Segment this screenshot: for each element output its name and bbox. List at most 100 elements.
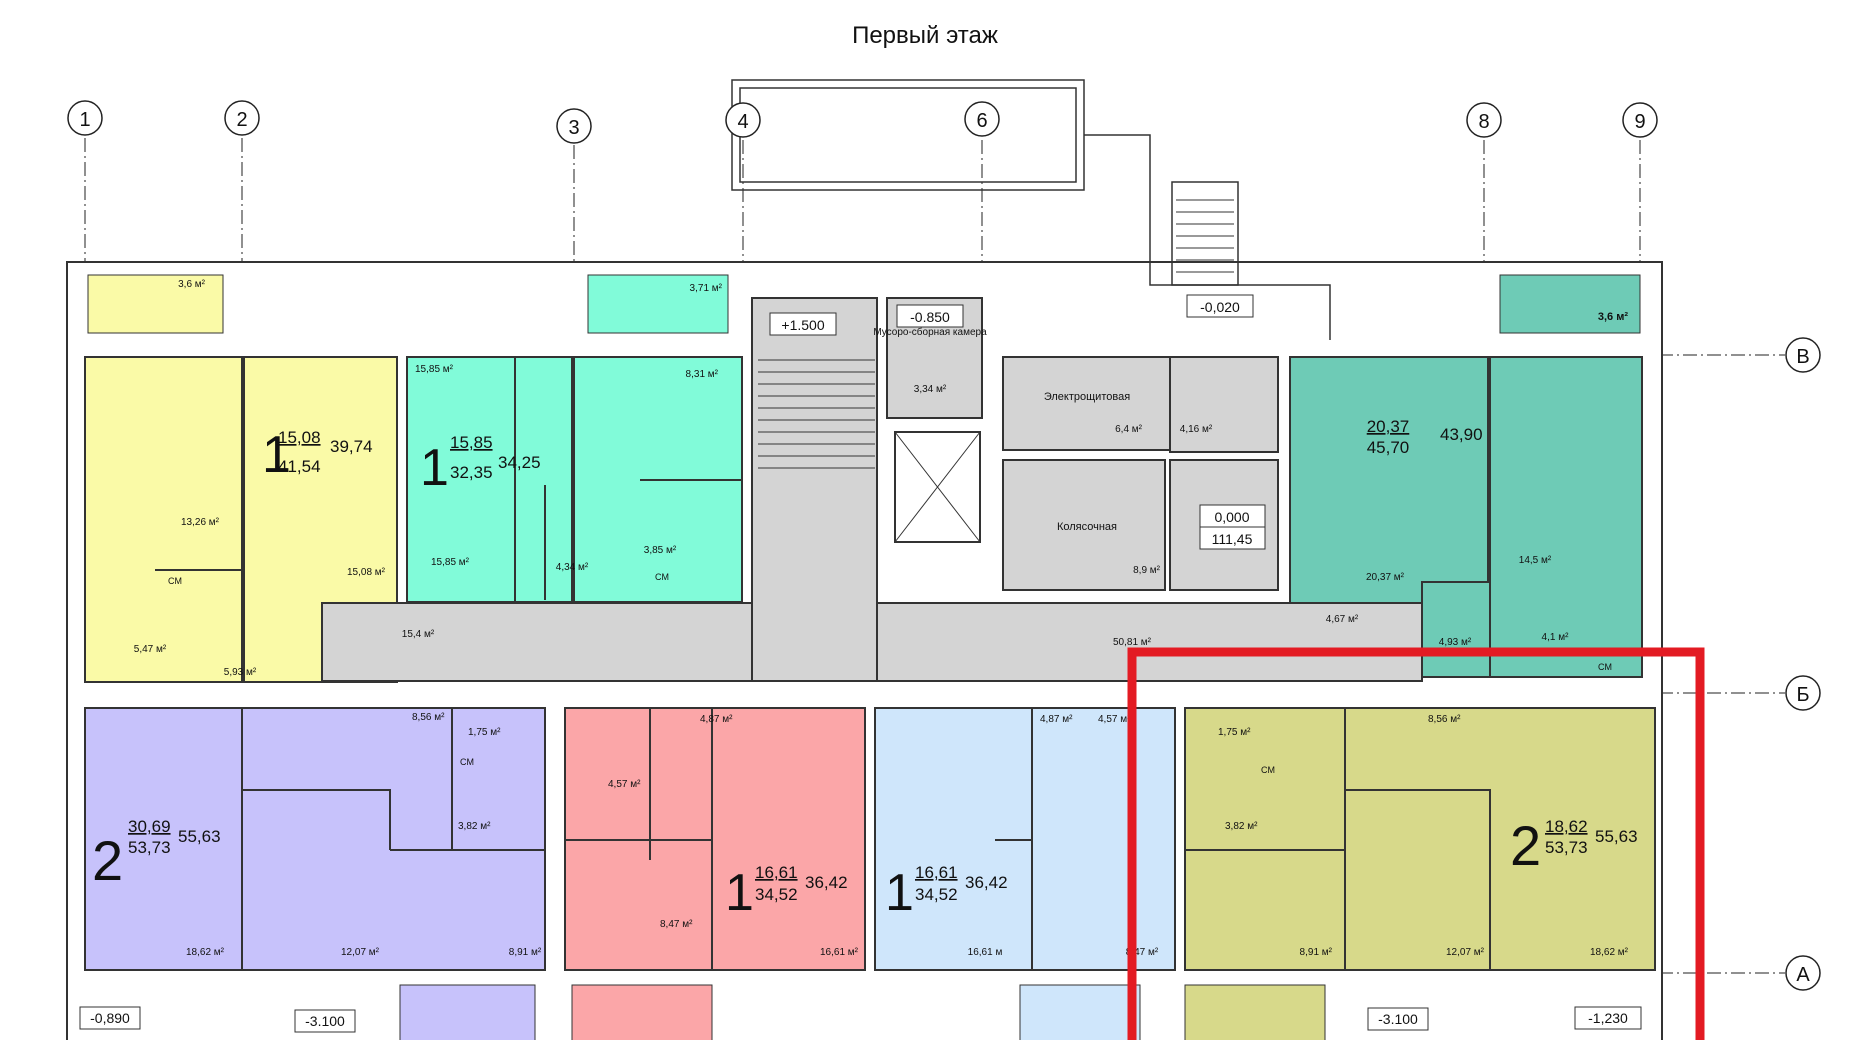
apt3-area-2: 14,5 м² (1519, 555, 1552, 566)
level-labels: +1.500 -0.850 -0,020 0,000 111,45 -0,890… (79, 294, 1642, 1033)
apt2-area-2: 15,85 м² (431, 557, 470, 568)
stroller-label: Колясочная (1057, 521, 1117, 533)
apt4-area-3: 3,82 м² (458, 821, 491, 832)
hall-area: 111,45 (1212, 531, 1253, 547)
axis-2-label: 2 (236, 109, 247, 131)
apt5-total: 36,42 (805, 873, 848, 892)
level-hall: 0,000 (1214, 509, 1249, 525)
cm-label-1: СМ (168, 576, 182, 586)
area-4-16: 4,16 м² (1180, 424, 1213, 435)
apt2-area-1: 15,85 м² (415, 364, 454, 375)
balcony-3 (1499, 274, 1641, 334)
apartment-3: 20,37 43,90 45,70 20,37 м² 14,5 м² 4,93 … (1366, 417, 1569, 648)
level-b2: -3.100 (1378, 1011, 1418, 1027)
balcony-1 (87, 274, 224, 334)
apt2-rooms: 1 (420, 439, 449, 497)
apt1-area-3: 5,47 м² (134, 644, 167, 655)
apartment-1: 1 15,08 39,74 41,54 13,26 м² 15,08 м² 5,… (134, 426, 386, 678)
apt6-area-1: 4,87 м² (1040, 714, 1073, 725)
level-bl: -0,890 (90, 1010, 130, 1026)
axis-b-label: Б (1796, 684, 1809, 706)
apt2-area-3: 8,31 м² (686, 369, 719, 380)
apt4-area-2: 1,75 м² (468, 727, 501, 738)
balcony-3-area: 3,6 м² (1598, 311, 1628, 323)
level-br: -1,230 (1588, 1010, 1628, 1026)
apt7-area-2: 8,56 м² (1428, 714, 1461, 725)
apt4-area-4: 18,62 м² (186, 947, 225, 958)
apt1-area-1: 13,26 м² (181, 517, 220, 528)
apt1-area-4: 5,93 м² (224, 667, 257, 678)
axis-3-label: 3 (568, 117, 579, 139)
apartment-7: 2 18,62 55,63 53,73 1,75 м² 8,56 м² 3,82… (1218, 714, 1638, 958)
apt4-total2: 53,73 (128, 838, 171, 857)
corridor-main-area: 50,81 м² (1113, 637, 1152, 648)
apt4-rooms: 2 (92, 829, 123, 892)
apt7-rooms: 2 (1510, 814, 1541, 877)
axis-a-label: А (1796, 964, 1810, 986)
balcony-2-area: 3,71 м² (690, 283, 723, 294)
apt3-area-3: 4,93 м² (1439, 637, 1472, 648)
axis-v-label: В (1796, 346, 1809, 368)
apt5-area-3: 8,47 м² (660, 919, 693, 930)
apt5-living: 16,61 (755, 863, 798, 882)
apt7-area-1: 1,75 м² (1218, 727, 1251, 738)
apt1-area-2: 15,08 м² (347, 567, 386, 578)
apt7-area-6: 18,62 м² (1590, 947, 1629, 958)
apt6-total: 36,42 (965, 873, 1008, 892)
apt1-total: 39,74 (330, 437, 373, 456)
apartment-2: 1 15,85 34,25 32,35 15,85 м² 15,85 м² 8,… (415, 364, 719, 573)
apt6-living: 16,61 (915, 863, 958, 882)
apt5-area-1: 4,87 м² (700, 714, 733, 725)
plan-title: Первый этаж (852, 22, 998, 49)
axis-9-label: 9 (1634, 111, 1645, 133)
apt7-total: 55,63 (1595, 827, 1638, 846)
apt3-area-4: 4,1 м² (1542, 632, 1570, 643)
apt5-total2: 34,52 (755, 885, 798, 904)
apt1-total2: 41,54 (278, 457, 321, 476)
axis-bubbles-right: В Б А (1785, 337, 1821, 991)
apt5-area-4: 16,61 м² (820, 947, 859, 958)
corridor-right-area: 4,67 м² (1326, 614, 1359, 625)
apt7-total2: 53,73 (1545, 838, 1588, 857)
corridor-left-area: 15,4 м² (402, 629, 435, 640)
apt4-living: 30,69 (128, 817, 171, 836)
apt3-area-1: 20,37 м² (1366, 572, 1405, 583)
balcony-2 (587, 274, 729, 334)
apt6-rooms: 1 (885, 864, 914, 922)
apt7-area-5: 12,07 м² (1446, 947, 1485, 958)
stroller-area: 8,9 м² (1133, 565, 1161, 576)
apt5-area-2: 4,57 м² (608, 779, 641, 790)
axis-bubbles-top: 1 2 3 4 6 8 9 (67, 100, 1658, 144)
cm-label-5: СМ (1261, 765, 1275, 775)
axis-1-label: 1 (79, 109, 90, 131)
cm-label-4: СМ (460, 757, 474, 767)
cm-label-3: СМ (1598, 662, 1612, 672)
apt3-living: 20,37 (1367, 417, 1410, 436)
apt3-total2: 45,70 (1367, 438, 1410, 457)
apt1-rooms: 1 (262, 426, 291, 484)
apt7-area-3: 3,82 м² (1225, 821, 1258, 832)
apartment-5: 1 16,61 36,42 34,52 4,87 м² 4,57 м² 8,47… (608, 714, 859, 958)
apt4-area-6: 8,91 м² (509, 947, 542, 958)
apartment-6: 1 16,61 36,42 34,52 4,87 м² 4,57 м² 16,6… (885, 714, 1159, 958)
apt2-area-5: 3,85 м² (644, 545, 677, 556)
level-b1: -3.100 (305, 1013, 345, 1029)
electrical-area: 6,4 м² (1115, 424, 1143, 435)
apt4-total: 55,63 (178, 827, 221, 846)
room-labels: Мусоро-сборная камера 3,34 м² Электрощит… (402, 326, 1359, 648)
apt3-total: 43,90 (1440, 425, 1483, 444)
apt7-living: 18,62 (1545, 817, 1588, 836)
apt6-area-4: 8,47 м² (1126, 947, 1159, 958)
apt2-total: 34,25 (498, 453, 541, 472)
level-entrance: -0,020 (1200, 299, 1240, 315)
apt2-area-4: 4,34 м² (556, 562, 589, 573)
apt4-area-1: 8,56 м² (412, 712, 445, 723)
apt4-area-5: 12,07 м² (341, 947, 380, 958)
apartment-4: 2 30,69 55,63 53,73 8,56 м² 1,75 м² 3,82… (92, 712, 542, 958)
level-stairs: +1.500 (781, 317, 824, 333)
apt2-total2: 32,35 (450, 463, 493, 482)
apt6-area-2: 4,57 м² (1098, 714, 1131, 725)
chute-label: Мусоро-сборная камера (873, 326, 987, 338)
highlight-frame (1127, 647, 1705, 1040)
